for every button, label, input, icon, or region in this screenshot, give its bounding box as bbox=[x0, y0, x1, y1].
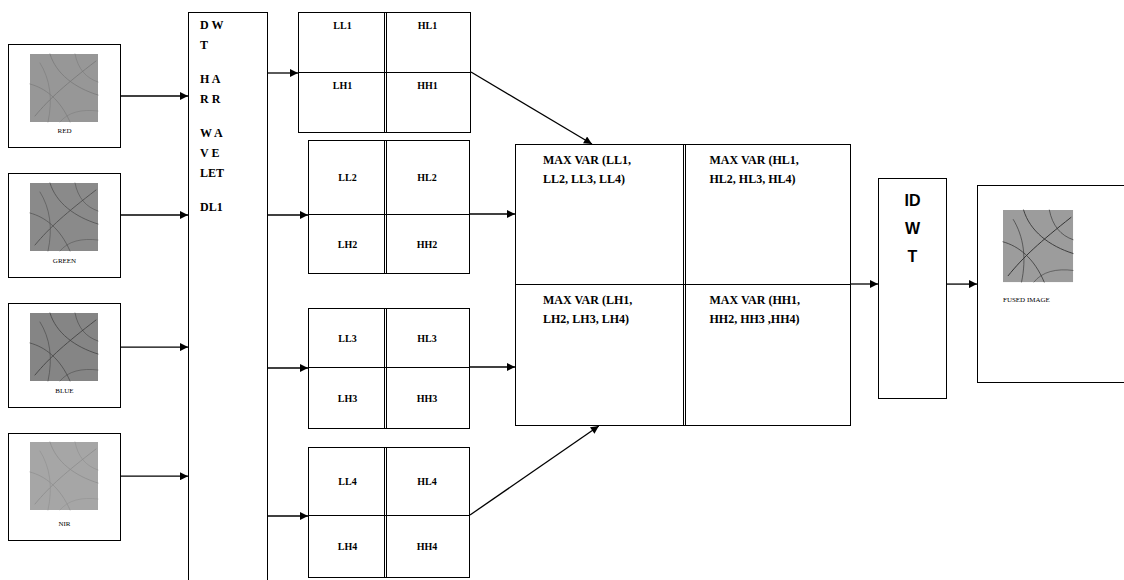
subband-label: LL1 bbox=[333, 20, 351, 31]
image-label: GREEN bbox=[53, 257, 76, 265]
flow-arrow bbox=[121, 476, 188, 477]
flow-arrow bbox=[268, 367, 308, 368]
fusion-rule-label: MAX VAR (LL1, LL2, LL3, LL4) bbox=[543, 151, 658, 189]
subband-label: HL3 bbox=[417, 333, 436, 344]
vein-marks bbox=[30, 54, 98, 122]
vein-marks bbox=[30, 313, 98, 381]
palm-image-nir bbox=[30, 442, 98, 510]
flow-arrow bbox=[470, 366, 515, 367]
vein-marks bbox=[30, 183, 98, 251]
subband-cell: LH2 bbox=[308, 214, 387, 274]
input-image-box: BLUE bbox=[8, 303, 121, 408]
subband-cell: LL1 bbox=[298, 12, 387, 73]
image-ground bbox=[30, 442, 98, 510]
subband-cell: LH4 bbox=[308, 515, 387, 578]
fusion-rule-cell: MAX VAR (HL1, HL2, HL3, HL4) bbox=[683, 144, 851, 285]
input-image-box: RED bbox=[8, 44, 121, 148]
flow-arrow bbox=[268, 72, 298, 73]
transform-box: D W T H A R R W A V E LET DL1 bbox=[188, 12, 268, 580]
subband-cell: HL1 bbox=[384, 12, 471, 73]
flow-arrow bbox=[121, 214, 188, 215]
flow-arrow bbox=[268, 214, 308, 215]
vein-marks bbox=[1003, 210, 1073, 282]
subband-label: LL4 bbox=[338, 476, 356, 487]
palm-image-blue bbox=[30, 313, 98, 381]
subband-label: HL4 bbox=[417, 476, 436, 487]
transform-label: DL1 bbox=[200, 197, 230, 217]
fusion-rule-label: MAX VAR (HH1, HH2, HH3 ,HH4) bbox=[710, 291, 825, 329]
subband-cell: HL2 bbox=[384, 140, 470, 215]
image-ground bbox=[30, 313, 98, 381]
flow-arrow bbox=[268, 515, 308, 516]
palm-image-red bbox=[30, 54, 98, 122]
transform-label: H A R R bbox=[200, 69, 230, 109]
subband-cell: LL2 bbox=[308, 140, 387, 215]
subband-cell: HL4 bbox=[384, 447, 470, 516]
image-ground bbox=[30, 183, 98, 251]
vein-marks bbox=[30, 442, 98, 510]
subband-cell: LL3 bbox=[308, 308, 387, 368]
subband-label: LH3 bbox=[338, 393, 357, 404]
image-label: RED bbox=[58, 127, 72, 135]
subband-cell: LL4 bbox=[308, 447, 387, 516]
subband-label: LL3 bbox=[338, 333, 356, 344]
subband-label: LL2 bbox=[338, 172, 356, 183]
input-image-box: GREEN bbox=[8, 173, 121, 278]
flow-arrow bbox=[851, 283, 878, 284]
subband-cell: HL3 bbox=[384, 308, 470, 368]
fusion-rule-cell: MAX VAR (HH1, HH2, HH3 ,HH4) bbox=[683, 284, 851, 426]
subband-cell: LH1 bbox=[298, 72, 387, 133]
flow-arrow bbox=[470, 426, 599, 515]
subband-label: LH1 bbox=[333, 80, 352, 91]
subband-cell: HH1 bbox=[384, 72, 471, 133]
image-label: BLUE bbox=[55, 387, 73, 395]
subband-label: HH4 bbox=[417, 541, 438, 552]
subband-cell: HH4 bbox=[384, 515, 470, 578]
subband-label: HH2 bbox=[417, 239, 438, 250]
transform-label: W A V E LET bbox=[200, 123, 230, 183]
fusion-rule-label: MAX VAR (LH1, LH2, LH3, LH4) bbox=[543, 291, 658, 329]
palm-image-fused bbox=[1003, 210, 1073, 282]
flow-arrow bbox=[121, 346, 188, 347]
fusion-rule-cell: MAX VAR (LL1, LL2, LL3, LL4) bbox=[515, 144, 686, 285]
image-label: NIR bbox=[58, 520, 70, 528]
flow-arrow bbox=[471, 72, 592, 144]
subband-label: LH4 bbox=[338, 541, 357, 552]
subband-cell: HH3 bbox=[384, 367, 470, 429]
flow-arrow bbox=[470, 213, 515, 214]
fusion-rule-label: MAX VAR (HL1, HL2, HL3, HL4) bbox=[710, 151, 825, 189]
subband-label: HL2 bbox=[417, 172, 436, 183]
flow-arrow bbox=[121, 95, 188, 96]
transform-label: ID W T bbox=[901, 187, 925, 271]
subband-cell: HH2 bbox=[384, 214, 470, 274]
output-image-box: FUSED IMAGE bbox=[977, 185, 1124, 383]
palm-image-green bbox=[30, 183, 98, 251]
subband-label: HH1 bbox=[417, 80, 438, 91]
subband-label: HH3 bbox=[417, 393, 438, 404]
image-ground bbox=[1003, 210, 1073, 282]
image-ground bbox=[30, 54, 98, 122]
fusion-rule-cell: MAX VAR (LH1, LH2, LH3, LH4) bbox=[515, 284, 686, 426]
image-label: FUSED IMAGE bbox=[1003, 296, 1050, 304]
subband-label: HL1 bbox=[418, 20, 437, 31]
subband-label: LH2 bbox=[338, 239, 357, 250]
flow-arrow bbox=[947, 283, 977, 284]
transform-label: D W T bbox=[200, 15, 230, 55]
subband-cell: LH3 bbox=[308, 367, 387, 429]
input-image-box: NIR bbox=[8, 433, 121, 541]
inverse-transform-box: ID W T bbox=[878, 178, 947, 399]
